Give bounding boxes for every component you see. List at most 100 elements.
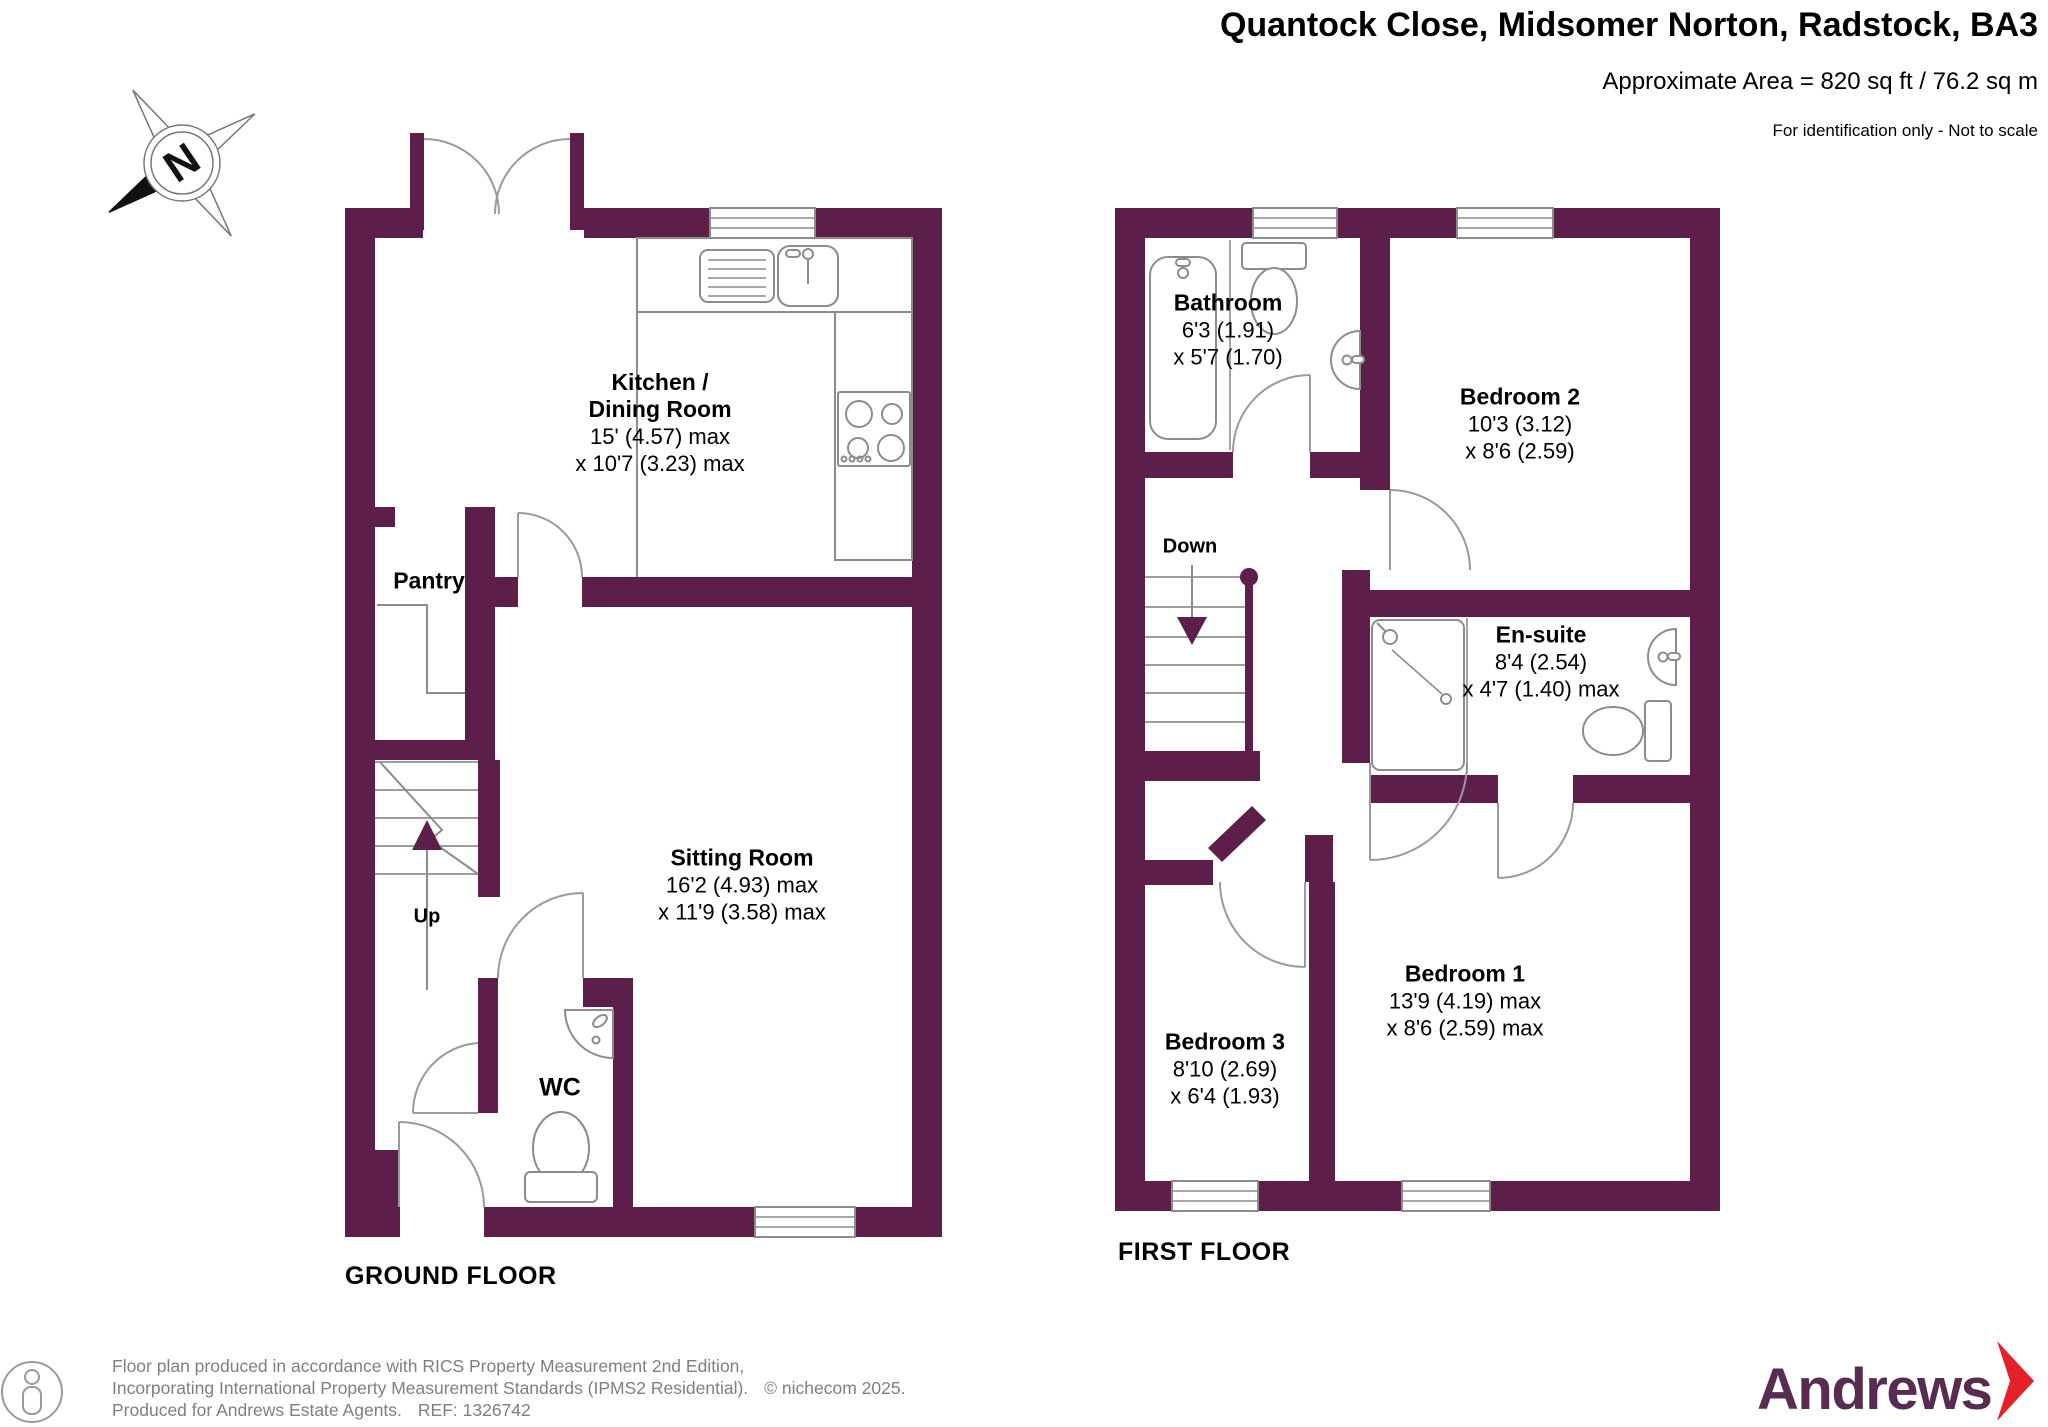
wall-segment bbox=[478, 760, 500, 897]
wall-segment bbox=[1115, 208, 1253, 238]
wall-segment bbox=[1309, 882, 1335, 1181]
wall-segment bbox=[1310, 452, 1360, 478]
room-dimensions: 16'2 (4.93) max bbox=[665, 872, 819, 898]
ground-floor-doors bbox=[398, 138, 584, 1208]
wall-segment bbox=[1145, 751, 1260, 781]
room-name: Sitting Room bbox=[670, 844, 814, 871]
wall-segment-diagonal bbox=[1208, 806, 1266, 862]
first-floor-title: FIRST FLOOR bbox=[1118, 1238, 1291, 1266]
footer-line-1: Floor plan produced in accordance with R… bbox=[112, 1356, 744, 1377]
wall-segment bbox=[1145, 860, 1213, 885]
door-arc bbox=[1232, 374, 1311, 453]
wall-segment bbox=[1342, 570, 1370, 763]
window bbox=[1171, 1180, 1259, 1212]
compass-inner-ring bbox=[150, 131, 214, 195]
wall-segment bbox=[912, 208, 942, 1237]
wall-segment bbox=[815, 208, 942, 238]
staircase-up bbox=[375, 761, 479, 990]
french-door-arc bbox=[423, 138, 500, 215]
footer-line-3: Produced for Andrews Estate Agents. REF:… bbox=[112, 1400, 531, 1421]
room-label-pantry: Pantry bbox=[393, 568, 465, 595]
corner-basin-icon bbox=[563, 1009, 614, 1060]
room-name: WC bbox=[539, 1073, 581, 1102]
stair-banister bbox=[1245, 577, 1253, 751]
wall-segment bbox=[1305, 835, 1333, 882]
room-dimensions: x 5'7 (1.70) bbox=[1173, 344, 1283, 370]
first-floor-walls bbox=[1115, 208, 1720, 1211]
room-name: Kitchen / bbox=[611, 369, 709, 395]
wall-segment bbox=[1337, 208, 1457, 238]
wall-segment bbox=[1490, 1181, 1720, 1211]
door-arc bbox=[398, 1121, 485, 1208]
wall-segment bbox=[478, 978, 498, 1007]
stair-break-line bbox=[379, 761, 479, 875]
basin-icon bbox=[1330, 329, 1365, 391]
window bbox=[754, 1206, 856, 1238]
wall-segment bbox=[1258, 1181, 1402, 1211]
footer-line-2: Incorporating International Property Mea… bbox=[112, 1378, 905, 1399]
wall-segment bbox=[584, 208, 710, 238]
bath-icon bbox=[1149, 256, 1217, 440]
bathroom-fixtures bbox=[1149, 240, 1365, 450]
room-name: Bathroom bbox=[1173, 289, 1283, 316]
french-door-arc bbox=[494, 138, 571, 215]
toilet-icon bbox=[524, 1111, 598, 1203]
footer-text: Produced for Andrews Estate Agents. bbox=[112, 1400, 402, 1420]
wall-segment bbox=[570, 133, 584, 230]
ensuite-fixtures bbox=[1371, 618, 1681, 773]
room-dimensions: x 8'6 (2.59) bbox=[1465, 438, 1575, 464]
room-label-bedroom-1: Bedroom 1 13'9 (4.19) max x 8'6 (2.59) m… bbox=[1386, 961, 1543, 1042]
room-dimensions: x 4'7 (1.40) max bbox=[1462, 676, 1620, 702]
andrews-logo: Andrews bbox=[1757, 1357, 1993, 1422]
identification-note: For identification only - Not to scale bbox=[1772, 121, 2038, 140]
window bbox=[1456, 207, 1554, 239]
wall-segment bbox=[1360, 238, 1390, 490]
room-label-ensuite: En-suite 8'4 (2.54) x 4'7 (1.40) max bbox=[1462, 622, 1619, 703]
room-label-kitchen: Kitchen / Dining Room 15' (4.57) max x 1… bbox=[575, 369, 744, 477]
room-dimensions: x 11'9 (3.58) max bbox=[658, 899, 826, 925]
wall-segment bbox=[1573, 775, 1720, 803]
first-floor-doors bbox=[1219, 374, 1574, 968]
room-dimensions: 13'9 (4.19) max bbox=[1388, 988, 1542, 1014]
wall-segment bbox=[465, 507, 495, 760]
wall-segment bbox=[1115, 208, 1145, 1211]
room-dimensions: x 6'4 (1.93) bbox=[1170, 1083, 1280, 1109]
room-label-bedroom-2: Bedroom 2 10'3 (3.12) x 8'6 (2.59) bbox=[1460, 384, 1580, 465]
wall-segment bbox=[465, 577, 518, 607]
wall-segment bbox=[613, 1007, 633, 1207]
basin-icon bbox=[1647, 627, 1681, 687]
wall-segment bbox=[855, 1207, 942, 1237]
ground-floor-walls bbox=[345, 133, 942, 1237]
wall-segment bbox=[1690, 208, 1720, 1211]
wall-segment bbox=[375, 507, 395, 527]
first-floor-windows bbox=[1171, 207, 1554, 1212]
window bbox=[1401, 1180, 1491, 1212]
staircase-down bbox=[1145, 565, 1258, 723]
wc-fixtures bbox=[524, 1009, 614, 1203]
shower-icon bbox=[1371, 618, 1468, 773]
window bbox=[1252, 207, 1338, 239]
room-name: Bedroom 2 bbox=[1459, 383, 1581, 410]
up-arrow-icon bbox=[412, 820, 442, 850]
door-arc bbox=[1389, 489, 1471, 571]
wall-segment bbox=[375, 1150, 399, 1207]
room-label-wc: WC bbox=[539, 1073, 581, 1102]
door-arc bbox=[1497, 802, 1574, 879]
room-name: En-suite bbox=[1495, 621, 1587, 648]
ground-floor-title: GROUND FLOOR bbox=[345, 1262, 557, 1290]
ground-floor-windows bbox=[709, 207, 856, 1238]
room-name: Bedroom 1 bbox=[1404, 960, 1526, 987]
footer-text: Floor plan produced in accordance with R… bbox=[112, 1356, 745, 1376]
room-dimensions: x 10'7 (3.23) max bbox=[575, 451, 745, 476]
compass-rose-icon: N bbox=[108, 89, 256, 237]
room-dimensions: 10'3 (3.12) bbox=[1467, 411, 1573, 437]
footer-copyright: © nichecom 2025. bbox=[764, 1378, 906, 1398]
wall-segment bbox=[410, 133, 424, 230]
toilet-icon bbox=[1241, 242, 1307, 335]
room-dimensions: x 8'6 (2.59) max bbox=[1386, 1015, 1544, 1041]
room-dimensions: 8'4 (2.54) bbox=[1494, 649, 1588, 675]
down-arrow-icon bbox=[1177, 617, 1207, 645]
wall-segment bbox=[478, 1007, 498, 1113]
